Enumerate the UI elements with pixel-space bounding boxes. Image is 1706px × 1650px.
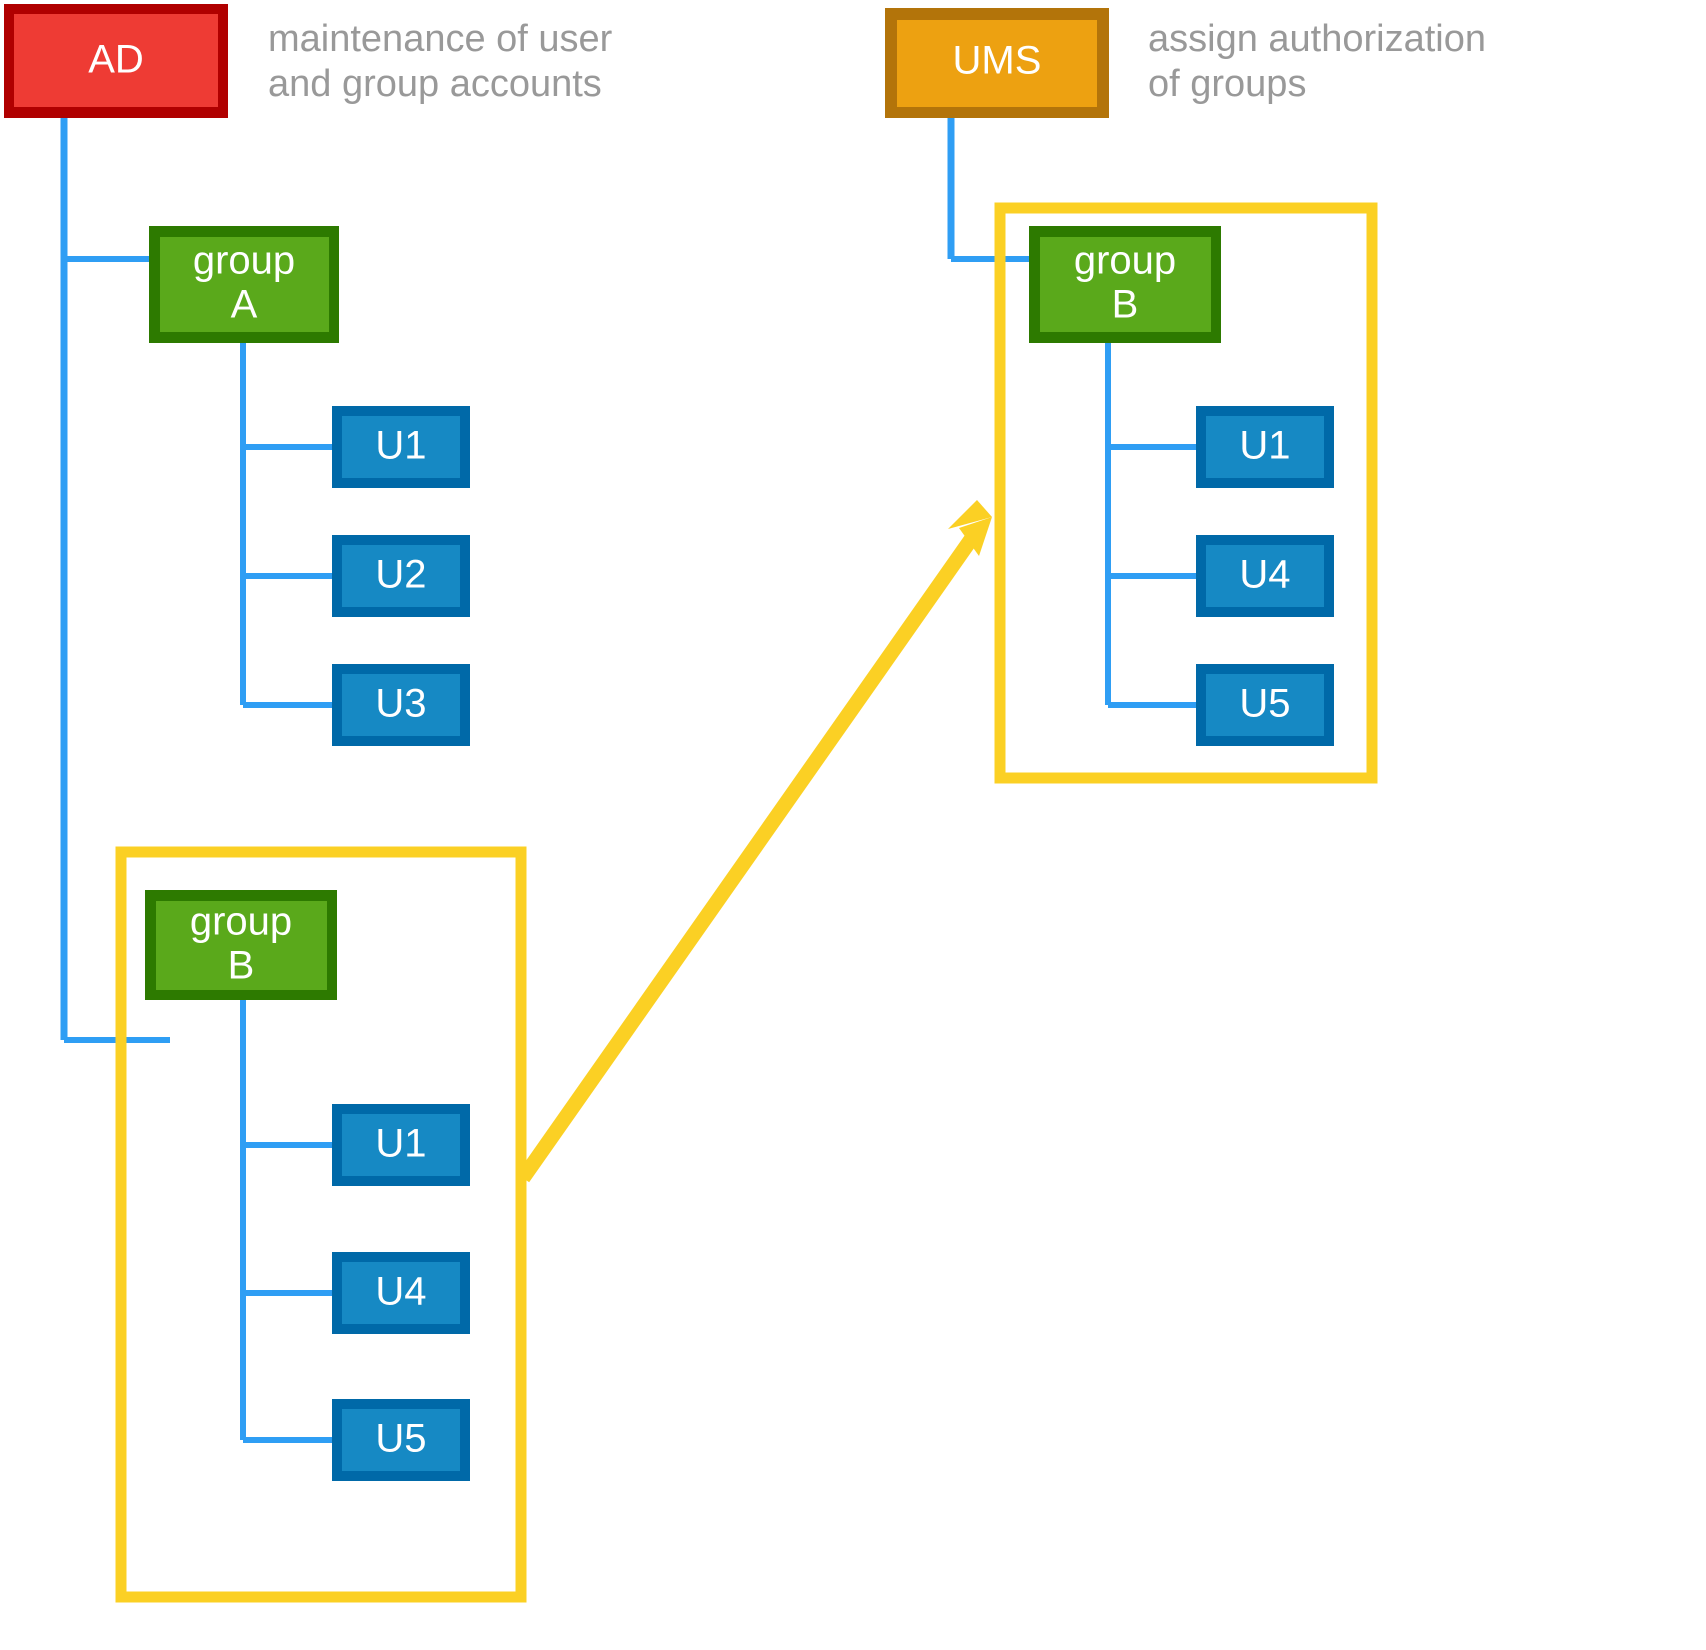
node-ums-label: UMS	[953, 39, 1042, 83]
node-ums-group-b-label-line2: B	[1112, 283, 1139, 327]
node-ad-group-a-member-u1-label: U1	[375, 424, 426, 468]
annotation-ad-line1: maintenance of user	[268, 18, 613, 60]
node-ad-group-b-member-u5[interactable]: U5	[332, 1399, 470, 1481]
sync-arrow	[516, 500, 992, 1183]
node-ums-group-b-member-u1-label: U1	[1239, 424, 1290, 468]
node-ad-group-a-member-u2[interactable]: U2	[332, 535, 470, 617]
node-ad-label: AD	[88, 38, 144, 82]
node-ums-group-b-member-u5-label: U5	[1239, 682, 1290, 726]
highlight-frame-ums-group-b	[994, 202, 1378, 784]
node-ad-group-a-label-line2: A	[231, 283, 258, 327]
node-ad-group-a-member-u1[interactable]: U1	[332, 406, 470, 488]
annotation-ad-line2: and group accounts	[268, 63, 602, 105]
node-ad[interactable]: AD	[4, 4, 228, 118]
annotation-ums-line2: of groups	[1148, 63, 1306, 105]
annotation-ums-line1: assign authorization	[1148, 18, 1486, 60]
node-ad-group-a-member-u3-label: U3	[375, 682, 426, 726]
connector-group-a-children	[240, 343, 368, 708]
node-ums-group-b-label-line1: group	[1074, 239, 1176, 283]
node-ums[interactable]: UMS	[885, 8, 1109, 118]
annotation-ums: assign authorization of groups	[1148, 18, 1486, 105]
node-ad-group-a-member-u2-label: U2	[375, 553, 426, 597]
node-ad-group-b-member-u1[interactable]: U1	[332, 1104, 470, 1186]
annotation-ad: maintenance of user and group accounts	[268, 18, 613, 105]
node-ums-group-b-member-u5[interactable]: U5	[1196, 664, 1334, 746]
node-ad-group-b-member-u5-label: U5	[375, 1417, 426, 1461]
node-ums-group-b-member-u1[interactable]: U1	[1196, 406, 1334, 488]
node-ad-group-b-member-u4-label: U4	[375, 1270, 426, 1314]
node-ad-group-b-label-line2: B	[228, 944, 255, 988]
highlight-frame-ad-group-b	[115, 846, 527, 1603]
node-ad-group-b-member-u1-label: U1	[375, 1122, 426, 1166]
node-ad-group-b-label-line1: group	[190, 900, 292, 944]
connector-ums-group-b-children	[1105, 343, 1232, 708]
node-ad-group-b-member-u4[interactable]: U4	[332, 1252, 470, 1334]
node-ad-group-a[interactable]: group A	[149, 226, 339, 343]
node-ad-group-a-label-line1: group	[193, 239, 295, 283]
node-ums-group-b-member-u4-label: U4	[1239, 553, 1290, 597]
node-ums-group-b-member-u4[interactable]: U4	[1196, 535, 1334, 617]
connector-ad-group-b-children	[240, 1000, 368, 1443]
node-ums-group-b[interactable]: group B	[1029, 226, 1221, 343]
node-ad-group-b[interactable]: group B	[145, 890, 337, 1000]
node-ad-group-a-member-u3[interactable]: U3	[332, 664, 470, 746]
